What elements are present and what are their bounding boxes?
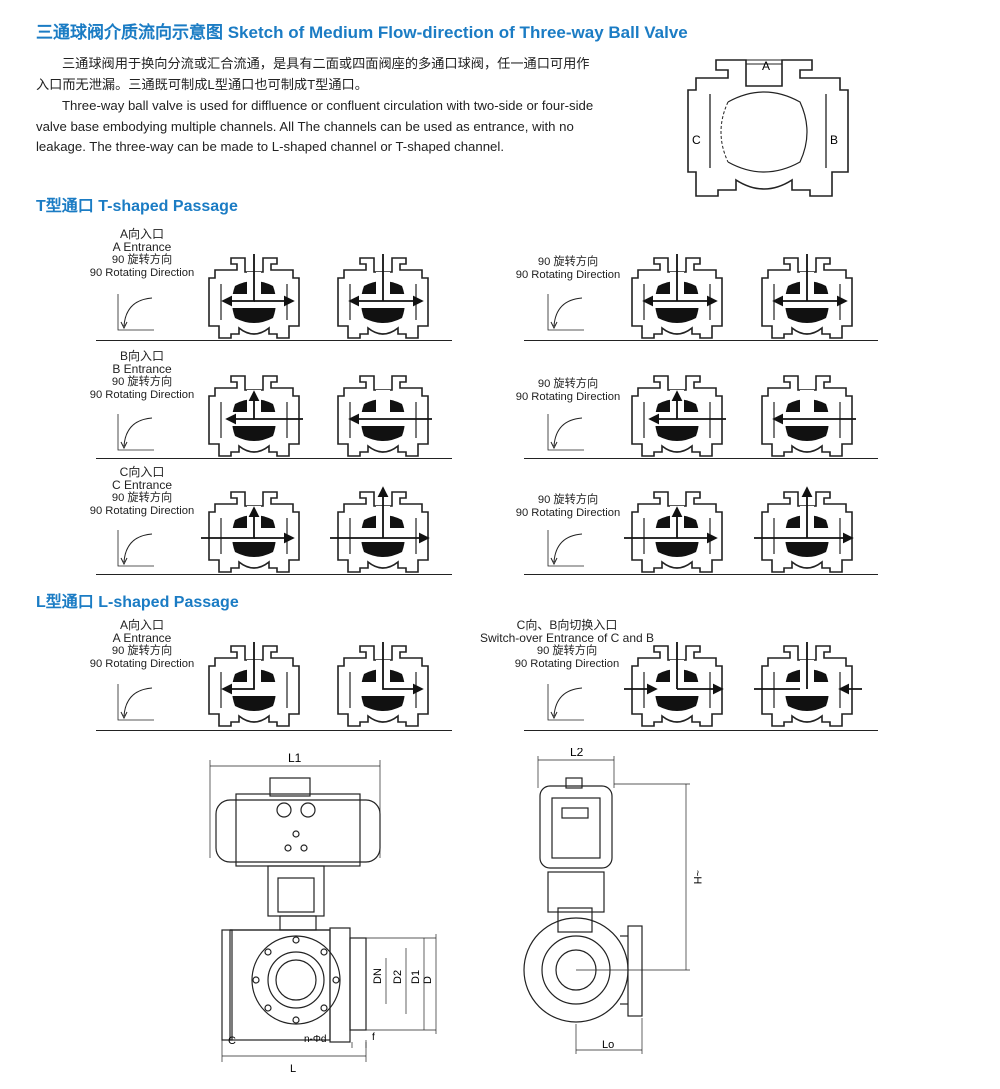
flow-diagram-t-b-3 bbox=[631, 375, 726, 457]
flow-diagram-t-b-4 bbox=[761, 375, 856, 457]
divider bbox=[524, 340, 878, 341]
rotation-arc bbox=[117, 294, 154, 331]
page-title: 三通球阀介质流向示意图 Sketch of Medium Flow-direct… bbox=[36, 23, 688, 42]
divider bbox=[96, 458, 452, 459]
flow-diagram-t-c-3 bbox=[624, 491, 723, 573]
divider bbox=[524, 730, 878, 731]
port-label-b: B bbox=[830, 133, 838, 147]
rotation-arc bbox=[547, 294, 584, 331]
intro-en: Three-way ball valve is used for difflue… bbox=[36, 98, 594, 154]
flow-diagram-t-a-3 bbox=[631, 254, 723, 339]
flow-diagram-t-a-4 bbox=[761, 254, 853, 339]
dim-nphid: n-Φd bbox=[304, 1034, 326, 1045]
flow-diagram-t-b-2 bbox=[337, 375, 432, 457]
front-view-drawing: L1 DN D2 D1 D C L n-Φd f bbox=[209, 751, 437, 1075]
flow-diagram-t-a-1 bbox=[208, 254, 300, 339]
flow-diagram-l-cb-2 bbox=[754, 642, 862, 727]
flow-diagram-t-b-1 bbox=[208, 375, 303, 457]
dim-l: L bbox=[290, 1063, 296, 1075]
dim-l1: L1 bbox=[288, 751, 302, 765]
divider bbox=[96, 340, 452, 341]
divider bbox=[524, 574, 878, 575]
dim-l2: L2 bbox=[570, 748, 584, 759]
dim-f: f bbox=[372, 1032, 375, 1043]
l-section-title: L型通口 L-shaped Passage bbox=[36, 594, 239, 611]
rotation-arc bbox=[547, 684, 584, 721]
divider bbox=[96, 574, 452, 575]
flow-diagram-l-a-1 bbox=[208, 642, 300, 727]
rotation-arc bbox=[547, 414, 584, 451]
t-section-title: T型通口 T-shaped Passage bbox=[36, 198, 238, 215]
rotation-arc bbox=[117, 684, 154, 721]
intro-cn: 三通球阀用于换向分流或汇合流通，是具有二面或四面阀座的多通口球阀，任一通口可用作… bbox=[36, 56, 590, 92]
main-valve-diagram: A C B bbox=[687, 59, 849, 197]
port-label-c: C bbox=[692, 133, 701, 147]
flow-diagram-t-a-2 bbox=[337, 254, 429, 339]
rotation-arc bbox=[117, 414, 154, 451]
flow-diagram-l-a-2 bbox=[337, 642, 429, 727]
flow-diagram-t-c-4 bbox=[754, 486, 854, 573]
flow-diagram-t-c-1 bbox=[201, 491, 300, 573]
flow-diagram-t-c-2 bbox=[330, 486, 430, 573]
rotation-arc bbox=[117, 530, 154, 567]
dim-d1: D1 bbox=[410, 970, 422, 984]
divider bbox=[96, 730, 452, 731]
side-view-drawing: L2 ~H Lo bbox=[523, 748, 703, 1054]
dim-lo: Lo bbox=[602, 1039, 614, 1051]
dim-c: C bbox=[228, 1035, 236, 1047]
flow-diagram-l-cb-1 bbox=[624, 642, 724, 727]
port-label-a: A bbox=[762, 59, 770, 73]
dim-d2: D2 bbox=[392, 970, 404, 984]
rotation-arc bbox=[547, 530, 584, 567]
dim-d: D bbox=[422, 976, 434, 984]
dim-h: ~H bbox=[691, 870, 703, 884]
divider bbox=[524, 458, 878, 459]
dim-dn: DN bbox=[372, 968, 384, 984]
